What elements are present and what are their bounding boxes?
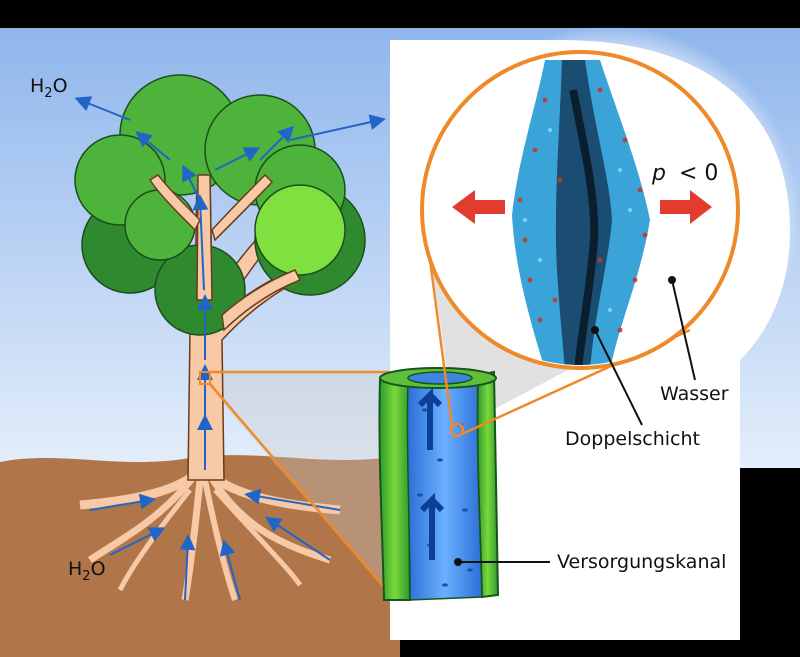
doppelschicht-label: Doppelschicht bbox=[565, 428, 700, 450]
labels: H2O H2O p < 0 Wasser Doppelschicht Verso… bbox=[30, 75, 729, 584]
pressure-symbol: p bbox=[651, 161, 666, 186]
leader-lines bbox=[454, 276, 696, 566]
tension-arrow-right bbox=[660, 190, 712, 224]
h2o-bottom-label: H2O bbox=[68, 558, 106, 584]
pressure-relation: < 0 bbox=[679, 161, 718, 186]
tension-arrow-left bbox=[452, 190, 505, 224]
h2o-top-label: H2O bbox=[30, 75, 68, 101]
water-flow-arrows bbox=[74, 96, 386, 601]
versorgungskanal-label: Versorgungskanal bbox=[557, 551, 726, 573]
wasser-label: Wasser bbox=[660, 383, 729, 405]
xylem-tube bbox=[378, 367, 500, 601]
zoom-lines-trunk bbox=[209, 370, 396, 601]
magnified-view bbox=[420, 50, 740, 370]
trunk-zoom-marker bbox=[199, 371, 211, 385]
pressure-label: p < 0 bbox=[651, 161, 718, 186]
